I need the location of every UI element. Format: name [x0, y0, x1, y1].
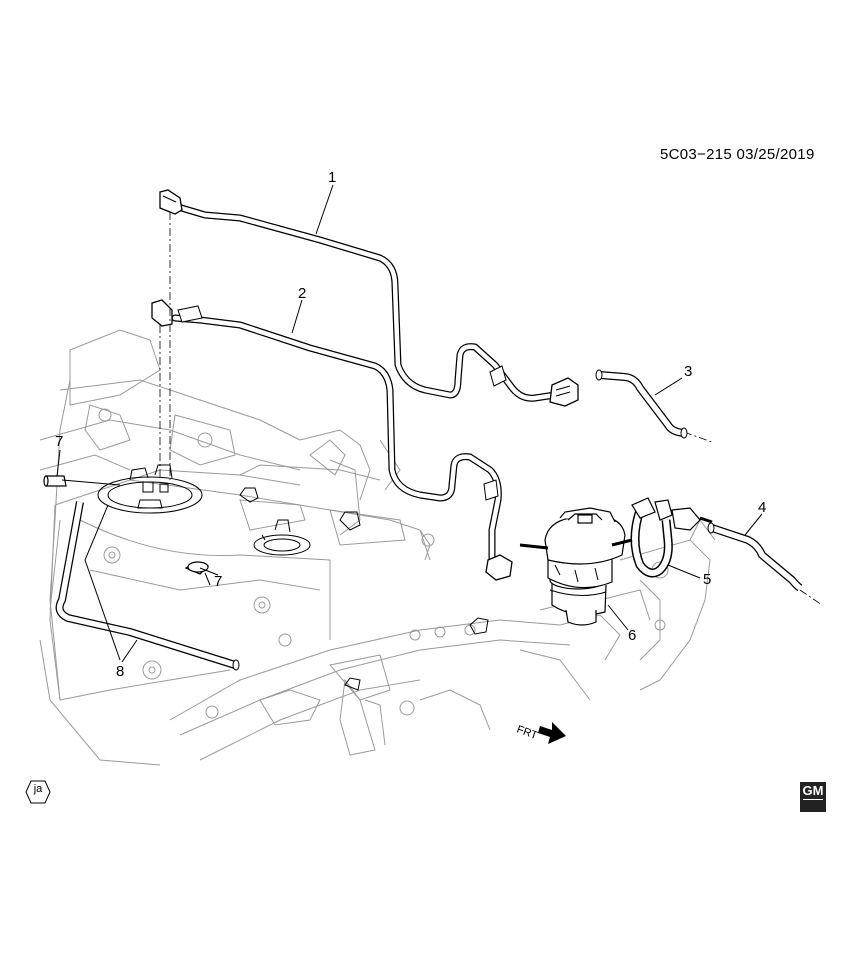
front-direction-indicator: FRT — [515, 722, 566, 744]
underbody-frame — [39, 329, 716, 766]
front-arrow-icon — [538, 722, 566, 744]
gm-logo-icon: GM — [800, 782, 826, 812]
alignment-lines — [159, 212, 823, 606]
callout-7-center: 7 — [214, 573, 222, 590]
diagram-code: 5C03−215 03/25/2019 — [660, 146, 815, 163]
leader-lines — [56, 184, 763, 663]
badge-shape-icon — [25, 780, 51, 804]
callout-2: 2 — [298, 285, 306, 302]
fuel-line-1 — [159, 189, 579, 407]
vent-pipe-8 — [55, 501, 240, 671]
fuel-pump-module — [97, 464, 203, 514]
front-label: FRT — [515, 724, 539, 743]
tank-sender-assembly — [253, 519, 311, 556]
language-badge: ja — [25, 780, 51, 804]
gm-logo-underline — [803, 799, 823, 808]
callout-7-left: 7 — [55, 433, 63, 450]
gm-logo-text: GM — [802, 783, 824, 798]
callout-8: 8 — [116, 663, 124, 680]
callout-3: 3 — [684, 363, 692, 380]
fuel-line-2 — [151, 299, 513, 581]
fuel-pipe-4 — [707, 522, 803, 592]
callout-4: 4 — [758, 499, 766, 516]
fuel-hose-5 — [630, 497, 713, 578]
callout-labels: 1 2 3 4 5 6 7 7 8 — [55, 169, 766, 680]
fuel-filter-6 — [519, 507, 633, 626]
callout-5: 5 — [703, 571, 711, 588]
mounting-brackets — [239, 487, 489, 691]
language-code: ja — [33, 783, 43, 795]
fuel-pipe-3 — [595, 369, 688, 439]
callout-6: 6 — [628, 627, 636, 644]
callout-1: 1 — [328, 169, 336, 186]
